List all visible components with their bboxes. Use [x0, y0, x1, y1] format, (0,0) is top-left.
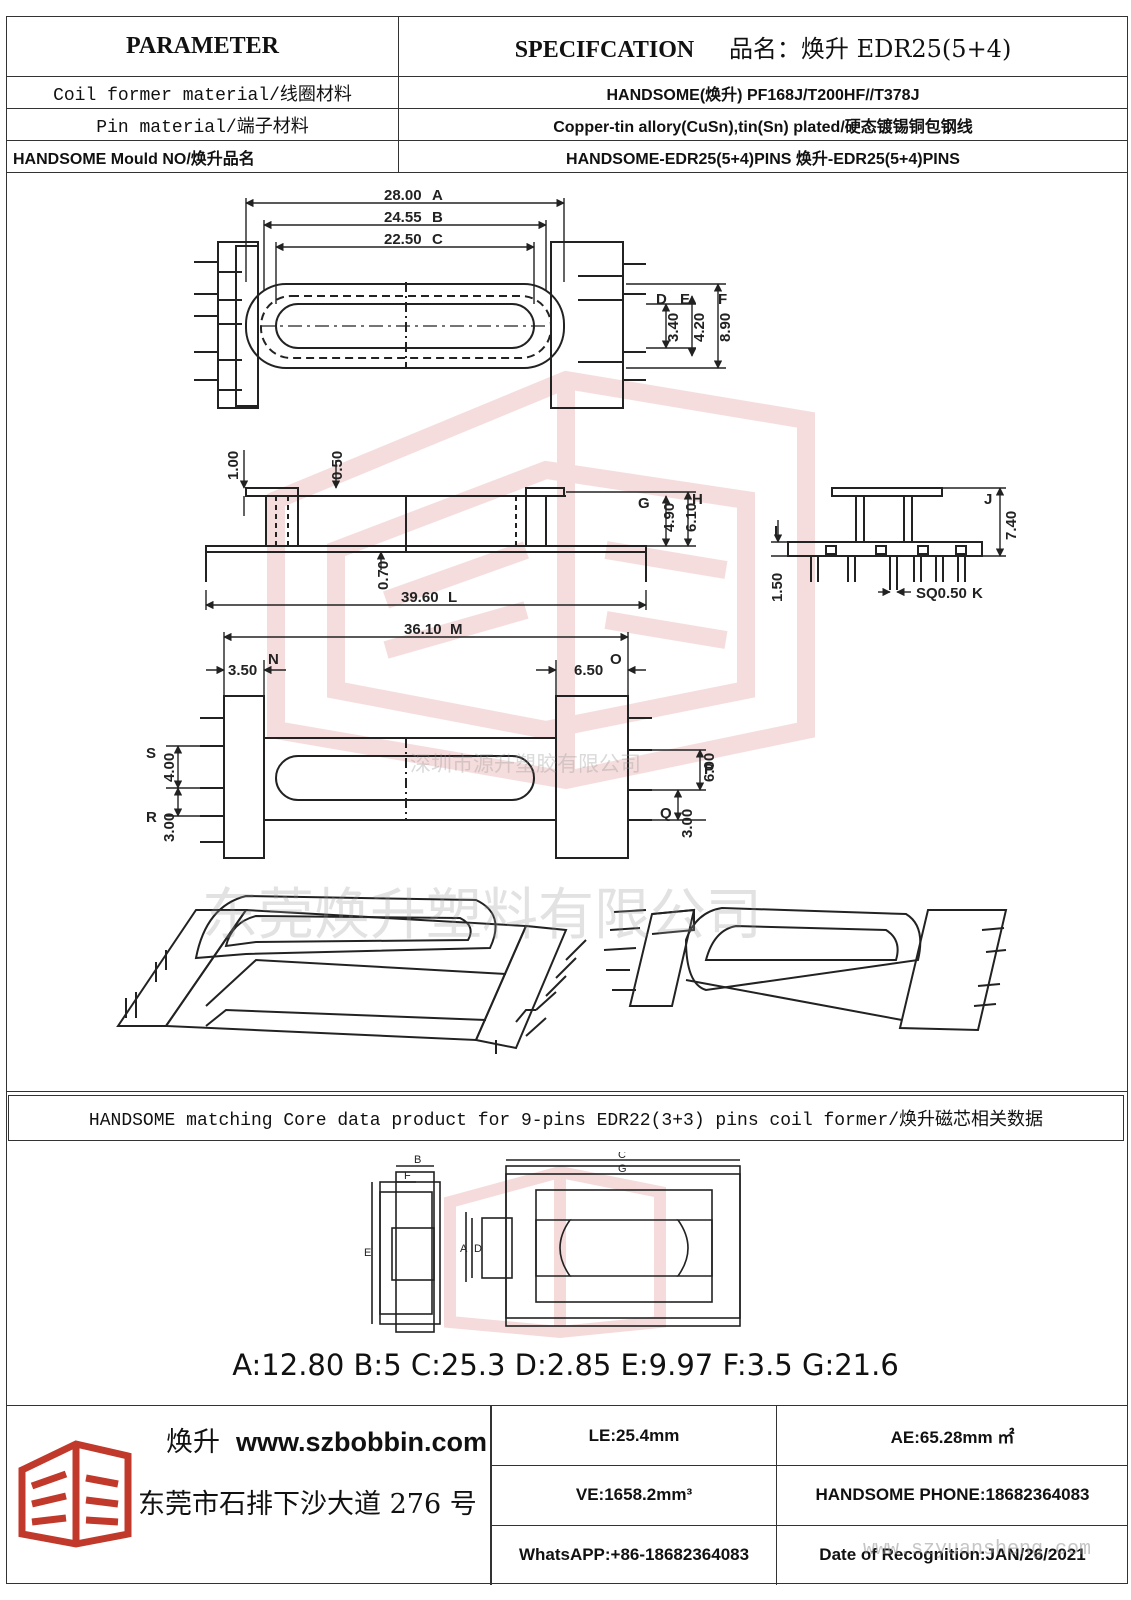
isometric-view-left — [116, 894, 587, 1054]
handsome-logo-icon — [18, 1440, 132, 1548]
label-e: E — [680, 291, 690, 308]
website-link[interactable]: www.szbobbin.com — [236, 1427, 488, 1457]
dim-d: 3.40 — [665, 313, 682, 342]
dim-c: 22.50 — [384, 231, 422, 248]
dim-side-1: 1.00 — [225, 451, 242, 480]
coil-material-label: Coil former material/线圈材料 — [6, 76, 399, 109]
top-view — [194, 198, 726, 409]
label-f: F — [718, 291, 727, 308]
watermark-footer-url: www.szyuansheng.com — [862, 1538, 1091, 1561]
side-view — [205, 450, 696, 610]
spec-table: PARAMETER SPECIFCATION 品名：焕升 EDR25(5+4) … — [6, 16, 1128, 173]
label-a: A — [432, 187, 443, 204]
spec-heading: SPECIFCATION 品名：焕升 EDR25(5+4) — [398, 16, 1128, 77]
watermark-large: 东莞焕升塑料有限公司 — [202, 883, 762, 948]
core-values: A:12.80 B:5 C:25.3 D:2.85 E:9.97 F:3.5 G… — [232, 1348, 899, 1382]
core-label-b: B — [414, 1154, 421, 1166]
label-k: K — [972, 585, 983, 602]
core-label-d: D — [474, 1243, 482, 1255]
spec-title: SPECIFCATION — [514, 37, 695, 63]
core-label-c: C — [618, 1152, 626, 1161]
label-o: O — [610, 651, 622, 668]
parameter-heading: PARAMETER — [6, 16, 399, 77]
dim-a: 28.00 — [384, 187, 422, 204]
label-s: S — [146, 745, 156, 762]
whatsapp-value: WhatsAPP:+86-18682364083 — [491, 1525, 777, 1585]
label-q: Q — [660, 805, 672, 822]
dim-n: 3.50 — [228, 662, 257, 679]
dim-l: 39.60 — [401, 589, 439, 606]
dim-o: 6.50 — [574, 662, 603, 679]
label-g: G — [638, 495, 650, 512]
dim-j: 7.40 — [1003, 511, 1020, 540]
core-label-a: A — [460, 1243, 468, 1255]
label-r: R — [146, 809, 157, 826]
date-value: Date of Recognition:JAN/26/2021 — [776, 1525, 1128, 1585]
watermark-logo — [267, 370, 815, 790]
dim-e: 4.20 — [691, 313, 708, 342]
dim-side-05: 0.50 — [329, 451, 346, 480]
brand-line: 焕升 www.szbobbin.com — [166, 1420, 487, 1459]
core-caption: HANDSOME matching Core data product for … — [8, 1095, 1124, 1141]
dim-q: 3.00 — [679, 809, 696, 838]
brand-box: 焕升 www.szbobbin.com 东莞市石排下沙大道 276 号 — [6, 1406, 491, 1585]
bottom-left-pins — [200, 717, 224, 843]
dim-s: 4.00 — [161, 753, 178, 782]
label-j: J — [984, 491, 992, 508]
dim-m: 36.10 — [404, 621, 442, 638]
core-drawing: B F E C G A D — [364, 1152, 741, 1339]
brand-cn: 焕升 — [166, 1427, 220, 1458]
top-left-pins — [194, 261, 242, 391]
mould-no-label: HANDSOME Mould NO/焕升品名 — [6, 140, 399, 173]
bottom-left-flange — [223, 695, 265, 859]
pin-material-value: Copper-tin allory(CuSn),tin(Sn) plated/硬… — [398, 108, 1128, 141]
dim-p: 6.00 — [701, 753, 718, 782]
footer-block: 焕升 www.szbobbin.com 东莞市石排下沙大道 276 号 LE:25… — [6, 1405, 1128, 1585]
top-right-pins — [578, 263, 646, 381]
core-label-f: F — [404, 1170, 411, 1182]
label-n: N — [268, 651, 279, 668]
info-table: LE:25.4mm AE:65.28mm ㎡ VE:1658.2mm³ HAND… — [491, 1406, 1128, 1585]
label-h: H — [692, 491, 703, 508]
label-d: D — [656, 291, 667, 308]
address: 东莞市石排下沙大道 276 号 — [138, 1489, 477, 1520]
core-label-g: G — [618, 1163, 627, 1175]
label-p: P — [704, 761, 714, 778]
core-label-e: E — [364, 1247, 371, 1259]
label-i: I — [774, 523, 778, 540]
dim-r: 3.00 — [161, 813, 178, 842]
label-m: M — [450, 621, 463, 638]
dim-f: 8.90 — [717, 313, 734, 342]
product-name: 品名：焕升 EDR25(5+4) — [728, 35, 1012, 63]
phone-value: HANDSOME PHONE:18682364083 — [776, 1465, 1128, 1526]
dim-side-07: 0.70 — [375, 561, 392, 590]
dim-h: 6.10 — [683, 503, 700, 532]
watermark-center: 深圳市源升塑胶有限公司 — [410, 752, 641, 776]
dim-b: 24.55 — [384, 209, 422, 226]
label-c: C — [432, 231, 443, 248]
drawing-area: 28.00 24.55 22.50 A B C 3.40 4.20 8.90 D… — [6, 170, 1128, 1092]
end-view — [771, 487, 1006, 597]
ae-value: AE:65.28mm ㎡ — [776, 1406, 1128, 1467]
isometric-view-right — [603, 906, 1008, 1032]
label-b: B — [432, 209, 443, 226]
le-value: LE:25.4mm — [491, 1406, 777, 1467]
label-l: L — [448, 589, 457, 606]
bottom-right-pins — [628, 717, 652, 821]
dim-g: 4.90 — [661, 503, 678, 532]
mould-no-value: HANDSOME-EDR25(5+4)PINS 焕升-EDR25(5+4)PIN… — [398, 140, 1128, 173]
dim-k: SQ0.50 — [916, 585, 967, 602]
bottom-view — [166, 632, 706, 859]
dim-i: 1.50 — [769, 573, 786, 602]
ve-value: VE:1658.2mm³ — [491, 1465, 777, 1526]
technical-drawing: 28.00 24.55 22.50 A B C 3.40 4.20 8.90 D… — [116, 187, 1020, 1054]
